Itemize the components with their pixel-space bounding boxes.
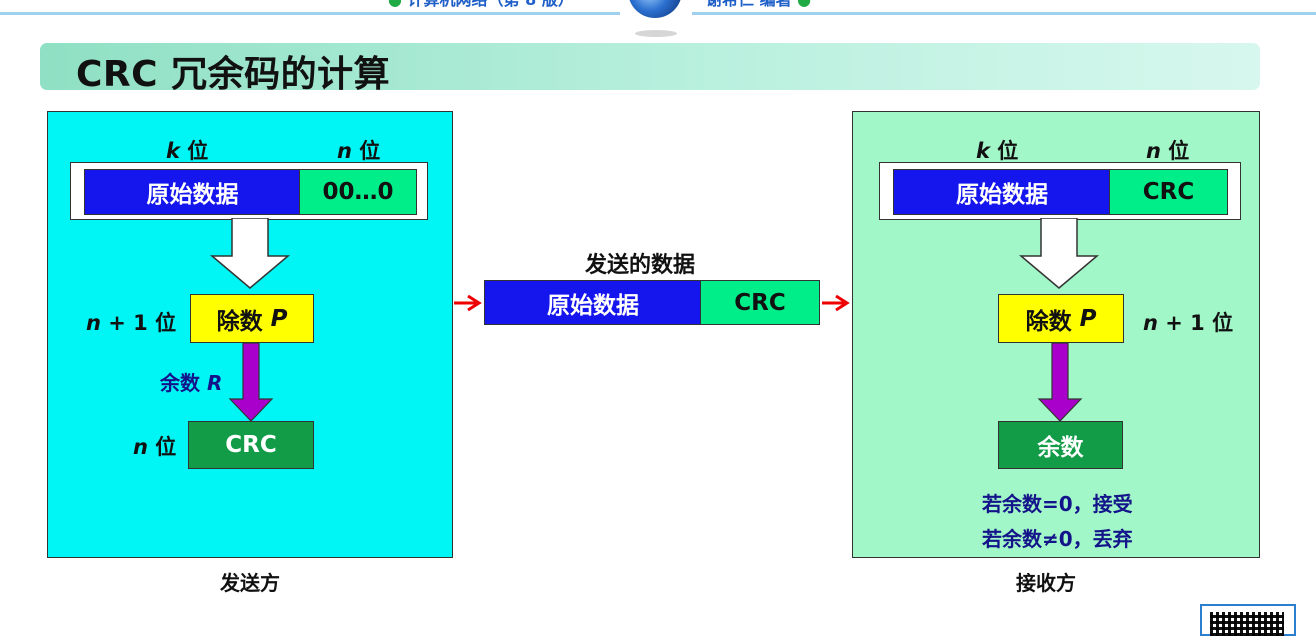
transmitted-data-title: 发送的数据 [585,253,696,278]
sender-n-bits-bottom-label: n 位 [133,431,176,461]
sender-division-arrow-icon [228,343,274,422]
n-symbol: n [1146,139,1161,163]
discard-rule: 若余数≠0，丢弃 [982,527,1133,551]
header-book-title: ● 计算机网络（第 8 版） [388,0,574,10]
header-line-right [692,12,1316,15]
sender-n-plus-1-label: n + 1 位 [86,307,176,337]
remainder-text: 余数 [160,371,200,395]
sender-k-bits-label: k 位 [166,135,208,165]
left-red-arrow-icon [454,294,482,312]
globe-shadow [635,30,677,37]
divisor-text: 除数 [1025,308,1072,335]
receiver-data-box: 原始数据 [893,169,1111,215]
sender-down-arrow-icon [209,218,291,289]
globe-icon [628,0,682,18]
receiver-down-arrow-icon [1018,218,1100,289]
qr-code-pattern [1210,612,1284,636]
n-plus-1-text: + 1 位 [108,311,177,335]
sender-caption: 发送方 [220,571,280,595]
k-symbol: k [166,139,180,163]
receiver-crc-box: CRC [1109,169,1228,215]
sender-zeros-box: 00…0 [299,169,417,215]
sender-remainder-label: 余数 R [160,367,222,396]
bits-text: 位 [1168,139,1190,163]
header-line-left [0,12,620,15]
header-book-title-text: 计算机网络（第 8 版） [408,0,574,9]
receiver-n-bits-label: n 位 [1146,135,1189,165]
p-symbol: P [1079,305,1097,332]
sender-crc-box: CRC [188,421,314,469]
divisor-text: 除数 [216,308,263,335]
header-author-text: 谢希仁 编著 [706,0,792,9]
bits-text: 位 [187,139,209,163]
transmitted-crc-box: CRC [700,280,820,325]
n-plus-1-text: + 1 位 [1165,311,1234,335]
receiver-caption: 接收方 [1016,571,1076,595]
n-symbol: n [86,311,101,335]
bullet-icon: ● [797,0,811,9]
bits-text: 位 [997,139,1019,163]
sender-n-bits-label: n 位 [337,135,380,165]
title-bar [40,43,1260,90]
page-title: CRC 冗余码的计算 [76,54,391,95]
receiver-division-arrow-icon [1037,343,1083,422]
bits-text: 位 [359,139,381,163]
k-symbol: k [976,139,990,163]
receiver-n-plus-1-label: n + 1 位 [1143,307,1233,337]
sender-data-box: 原始数据 [84,169,301,215]
n-symbol: n [337,139,352,163]
receiver-divisor-box: 除数 P [998,294,1124,343]
p-symbol: P [270,305,288,332]
receiver-k-bits-label: k 位 [976,135,1018,165]
accept-rule: 若余数=0，接受 [982,492,1133,516]
sender-divisor-box: 除数 P [190,294,314,343]
n-symbol: n [133,435,148,459]
qr-code-icon [1200,604,1296,636]
bullet-icon: ● [388,0,402,9]
header-author: 谢希仁 编著 ● [706,0,811,10]
transmitted-data-box: 原始数据 [484,280,702,325]
receiver-remainder-box: 余数 [998,421,1123,469]
bits-text: 位 [155,435,177,459]
n-symbol: n [1143,311,1158,335]
right-red-arrow-icon [822,294,850,312]
r-symbol: R [206,371,223,395]
